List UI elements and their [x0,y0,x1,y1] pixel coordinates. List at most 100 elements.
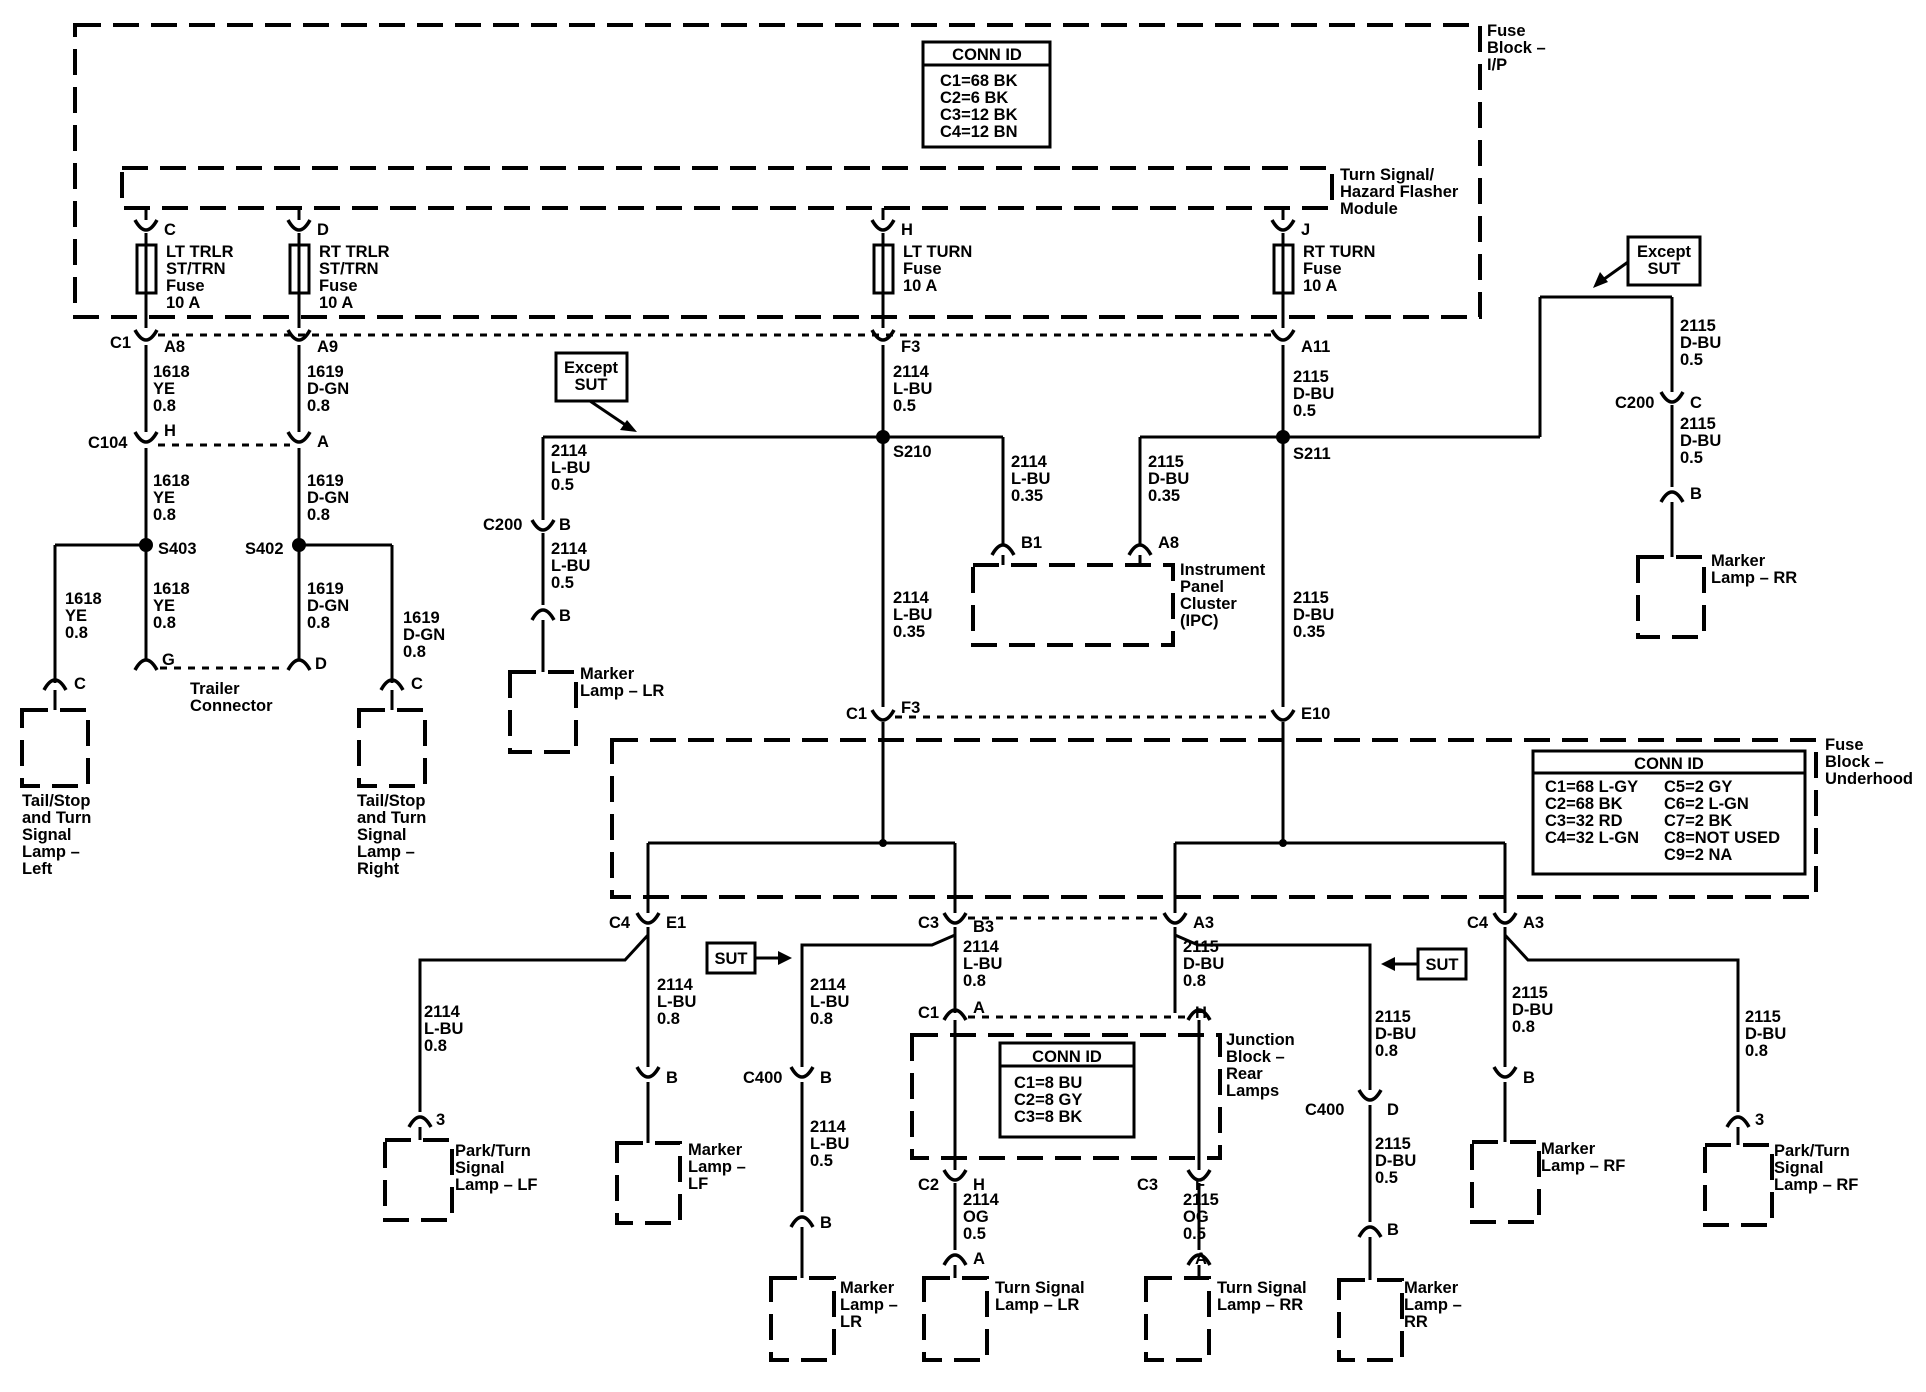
conn-c3-jb: C3 [1137,1176,1158,1194]
pin-b-c400-left: B [820,1069,832,1087]
marker-rf-outline [1470,1140,1541,1224]
marker-lf-outline [615,1141,682,1225]
conn-c1-left: C1 [110,334,131,352]
callout-label-sut-left: SUT [715,950,748,968]
pin-h-c2: H [973,1176,985,1194]
conn-c200-right: C200 [1615,394,1654,412]
conn-id-underhood-title: CONN ID [1634,755,1704,773]
c1-connector-row-top [133,329,1296,342]
conn-id-ip-title: CONN ID [952,46,1022,64]
pin-a9: A9 [317,338,338,356]
pin-b1-ipc: B1 [1021,534,1042,552]
pin-a-jb: A [973,999,985,1017]
pin-j-top: J [1301,221,1310,239]
module-pins-top [133,208,1296,232]
pin-a8: A8 [164,338,185,356]
rr-branches [1173,927,1383,1280]
trailer-wiring [42,345,405,710]
conn-c3: C3 [918,914,939,932]
park-turn-rf-outline [1703,1143,1774,1227]
tail-left-outline [20,708,90,788]
pin-a3-mid: A3 [1193,914,1214,932]
marker-lr-bottom-outline [769,1276,836,1362]
park-turn-lf-outline [383,1138,454,1222]
conn-c4-left: C4 [609,914,631,932]
pin-g-trailer: G [162,651,175,669]
pin-b3: B3 [973,918,994,936]
underhood-branches [635,839,1518,925]
pin-c-tail-right: C [411,675,423,693]
splice-s210: S210 [893,443,932,461]
pin-b-marker-rf: B [1523,1069,1535,1087]
pin-b-marker-lr-top: B [559,607,571,625]
junction-block-outline [910,1033,1222,1160]
pin-c-tail-left: C [74,675,86,693]
ipc-outline [971,563,1175,647]
lt-turn-wiring [530,345,1016,707]
fuse-rt-trlr [288,233,311,328]
turn-lamp-rr-outline [1144,1276,1211,1362]
marker-rr-top-outline [1636,555,1706,639]
conn-c4-right: C4 [1467,914,1489,932]
fuse-lt-turn [872,233,895,328]
pin-d-trailer: D [315,655,327,673]
pin-e1: E1 [666,914,686,932]
pin-3-rf: 3 [1755,1111,1764,1129]
lr-branches [789,927,1212,1278]
pin-3-lf: 3 [436,1111,445,1129]
except-sut-left-box [554,351,637,432]
pin-d-c400-right: D [1387,1101,1399,1119]
pin-f3-top: F3 [901,338,920,356]
conn-id-junction-title: CONN ID [1032,1048,1102,1066]
conn-c2-jb: C2 [918,1176,939,1194]
fuse-rt-turn [1272,233,1295,328]
pin-b-marker-rr-bottom: B [1387,1221,1399,1239]
pin-h-c104: H [164,422,176,440]
pin-a-turn-rr: A [1195,1250,1207,1268]
pin-a-c104: A [317,433,329,451]
pin-a11: A11 [1301,338,1330,356]
c1-connector-row-mid [870,709,1296,843]
conn-c400-left: C400 [743,1069,782,1087]
lf-branches [407,927,661,1143]
pin-a8-ipc: A8 [1158,534,1179,552]
sut-right-box [1381,947,1468,981]
rt-turn-wiring [1127,295,1685,707]
except-sut-right-box [1593,235,1702,288]
